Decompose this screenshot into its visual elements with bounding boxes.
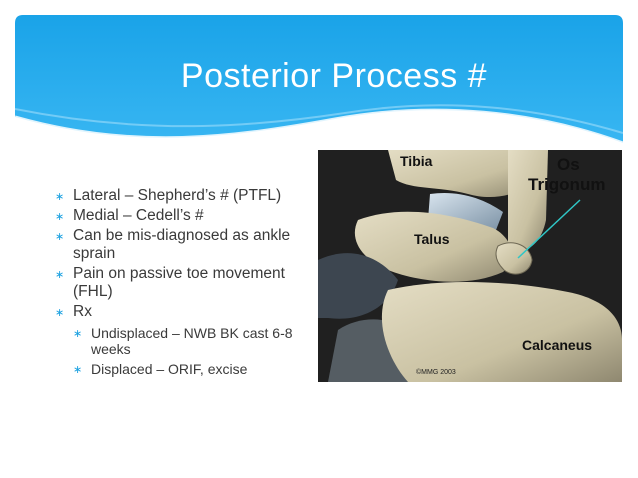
copyright-label: ©MMG 2003 <box>416 368 456 376</box>
bullet-list: ∗ Lateral – Shepherd’s # (PTFL) ∗ Medial… <box>55 187 315 381</box>
sub-bullet-text: Displaced – ORIF, excise <box>91 361 248 377</box>
trigonum-label: Trigonum <box>528 175 605 194</box>
bullet-marker-icon: ∗ <box>55 307 65 319</box>
bullet-text: Lateral – Shepherd’s # (PTFL) <box>73 187 282 204</box>
bullet-marker-icon: ∗ <box>73 328 83 340</box>
sub-bullet-text: Undisplaced – NWB BK cast 6-8 weeks <box>91 325 293 357</box>
talus-label: Talus <box>414 231 450 247</box>
bullet-text: Can be mis-diagnosed as ankle sprain <box>73 227 291 262</box>
bullet-item: ∗ Pain on passive toe movement (FHL) <box>55 265 315 301</box>
title-banner: Posterior Process # <box>15 15 623 155</box>
sub-bullet-item: ∗ Undisplaced – NWB BK cast 6-8 weeks <box>73 325 315 357</box>
tibia-label: Tibia <box>400 153 433 169</box>
bullet-text: Medial – Cedell’s # <box>73 207 204 224</box>
bullet-item: ∗ Rx <box>55 303 315 321</box>
bullet-item: ∗ Lateral – Shepherd’s # (PTFL) <box>55 187 315 205</box>
bullet-marker-icon: ∗ <box>55 269 65 281</box>
bullet-text: Pain on passive toe movement (FHL) <box>73 265 285 300</box>
bullet-marker-icon: ∗ <box>55 191 65 203</box>
bullet-marker-icon: ∗ <box>55 211 65 223</box>
ankle-bones-drawing: Tibia Os Trigonum Talus Calcaneus ©MMG 2… <box>318 150 622 382</box>
calcaneus-label: Calcaneus <box>522 337 592 353</box>
bullet-marker-icon: ∗ <box>73 364 83 376</box>
os-label: Os <box>557 155 580 174</box>
ankle-anatomy-illustration: Tibia Os Trigonum Talus Calcaneus ©MMG 2… <box>318 150 622 382</box>
slide-title: Posterior Process # <box>180 57 488 95</box>
bullet-item: ∗ Medial – Cedell’s # <box>55 207 315 225</box>
sub-bullet-item: ∗ Displaced – ORIF, excise <box>73 361 315 377</box>
bullet-item: ∗ Can be mis-diagnosed as ankle sprain <box>55 227 315 263</box>
bullet-text: Rx <box>73 303 92 320</box>
bullet-marker-icon: ∗ <box>55 231 65 243</box>
